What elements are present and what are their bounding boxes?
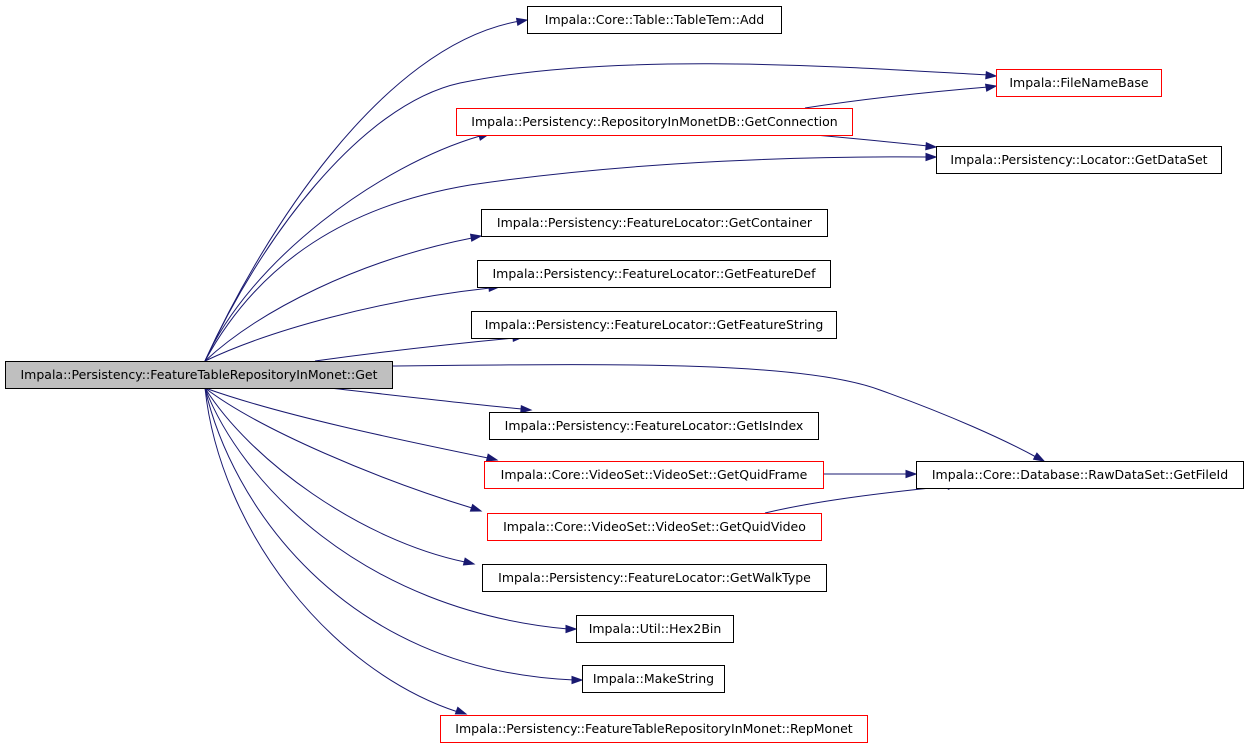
node-getquidvideo[interactable]: Impala::Core::VideoSet::VideoSet::GetQui… bbox=[487, 513, 822, 541]
edge-root-to-getfileid bbox=[391, 364, 1046, 462]
arrowhead-icon bbox=[485, 453, 499, 462]
node-filenamebase[interactable]: Impala::FileNameBase bbox=[996, 69, 1162, 97]
node-getfileid[interactable]: Impala::Core::Database::RawDataSet::GetF… bbox=[916, 461, 1244, 489]
node-box bbox=[5, 361, 393, 389]
node-label: Impala::Persistency::FeatureLocator::Get… bbox=[497, 215, 813, 230]
node-label: Impala::Persistency::Locator::GetDataSet bbox=[950, 152, 1207, 167]
arrowhead-icon bbox=[1032, 452, 1046, 462]
node-label: Impala::Util::Hex2Bin bbox=[589, 621, 722, 636]
node-box bbox=[582, 665, 725, 693]
edge-line bbox=[204, 387, 459, 713]
edge-root-to-getcontainer bbox=[204, 233, 483, 362]
arrowhead-icon bbox=[515, 17, 529, 27]
node-label: Impala::Core::VideoSet::VideoSet::GetQui… bbox=[501, 467, 808, 482]
edge-line bbox=[204, 156, 929, 362]
node-label: Impala::Persistency::RepositoryInMonetDB… bbox=[471, 114, 837, 129]
node-box bbox=[527, 6, 782, 34]
arrowhead-icon bbox=[905, 469, 918, 479]
node-box bbox=[440, 715, 868, 743]
edge-line bbox=[204, 63, 989, 362]
edge-root-to-getwalktype bbox=[204, 387, 476, 566]
edge-line bbox=[204, 387, 466, 563]
edge-line bbox=[204, 387, 473, 509]
edge-root-to-getfeaturedef bbox=[204, 283, 501, 362]
arrowhead-icon bbox=[462, 557, 476, 566]
node-label: Impala::Persistency::FeatureLocator::Get… bbox=[485, 317, 824, 332]
node-box bbox=[456, 108, 853, 136]
edge-line bbox=[391, 364, 1037, 458]
edge-root-to-getquidframe bbox=[204, 387, 499, 462]
arrowhead-icon bbox=[925, 141, 938, 151]
node-hex2bin[interactable]: Impala::Util::Hex2Bin bbox=[576, 615, 734, 643]
node-box bbox=[482, 564, 827, 592]
arrowhead-icon bbox=[571, 675, 584, 685]
node-box bbox=[477, 260, 831, 288]
node-box bbox=[936, 146, 1222, 174]
edge-line bbox=[314, 337, 515, 362]
node-label: Impala::Persistency::FeatureTableReposit… bbox=[455, 721, 853, 736]
arrowhead-icon bbox=[985, 70, 998, 80]
node-label: Impala::Core::Table::TableTem::Add bbox=[545, 12, 764, 27]
edge-root-to-getisindex bbox=[329, 387, 533, 414]
node-getfeaturestring[interactable]: Impala::Persistency::FeatureLocator::Get… bbox=[471, 311, 837, 339]
edge-root-to-filenamebase bbox=[204, 63, 998, 362]
node-layer: Impala::Persistency::FeatureTableReposit… bbox=[5, 6, 1244, 743]
edge-root-to-makestring bbox=[204, 387, 584, 685]
edge-line bbox=[204, 387, 569, 630]
arrowhead-icon bbox=[469, 233, 483, 242]
arrowhead-icon bbox=[520, 404, 533, 414]
node-makestring[interactable]: Impala::MakeString bbox=[582, 665, 725, 693]
edge-line bbox=[204, 237, 473, 362]
node-repmonet[interactable]: Impala::Persistency::FeatureTableReposit… bbox=[440, 715, 868, 743]
arrowhead-icon bbox=[469, 503, 483, 512]
node-label: Impala::MakeString bbox=[593, 671, 714, 686]
arrowhead-icon bbox=[454, 706, 468, 715]
node-getisindex[interactable]: Impala::Persistency::FeatureLocator::Get… bbox=[489, 412, 819, 440]
node-label: Impala::FileNameBase bbox=[1009, 75, 1149, 90]
edge-layer bbox=[204, 17, 1046, 715]
node-root: Impala::Persistency::FeatureTableReposit… bbox=[5, 361, 393, 389]
edge-root-to-hex2bin bbox=[204, 387, 578, 634]
node-getwalktype[interactable]: Impala::Persistency::FeatureLocator::Get… bbox=[482, 564, 827, 592]
edge-root-to-getconnection bbox=[204, 132, 491, 362]
node-label: Impala::Persistency::FeatureLocator::Get… bbox=[505, 418, 804, 433]
node-box bbox=[576, 615, 734, 643]
node-getquidframe[interactable]: Impala::Core::VideoSet::VideoSet::GetQui… bbox=[484, 461, 824, 489]
node-getcontainer[interactable]: Impala::Persistency::FeatureLocator::Get… bbox=[481, 209, 828, 237]
node-box bbox=[487, 513, 822, 541]
edge-getconnection-to-filenamebase bbox=[804, 83, 998, 109]
node-label: Impala::Persistency::FeatureLocator::Get… bbox=[492, 266, 816, 281]
edge-line bbox=[204, 287, 491, 362]
edge-root-to-repmonet bbox=[204, 387, 468, 715]
edge-line bbox=[204, 135, 481, 362]
edge-line bbox=[204, 387, 575, 681]
node-box bbox=[481, 209, 828, 237]
edge-getconnection-to-getdataset bbox=[814, 134, 938, 151]
edge-line bbox=[329, 387, 523, 410]
node-label: Impala::Persistency::FeatureTableReposit… bbox=[20, 367, 377, 382]
node-label: Impala::Core::VideoSet::VideoSet::GetQui… bbox=[503, 519, 806, 534]
edge-line bbox=[804, 86, 989, 109]
node-box bbox=[996, 69, 1162, 97]
node-getconnection[interactable]: Impala::Persistency::RepositoryInMonetDB… bbox=[456, 108, 853, 136]
node-box bbox=[916, 461, 1244, 489]
node-box bbox=[484, 461, 824, 489]
arrowhead-icon bbox=[565, 624, 578, 634]
node-add[interactable]: Impala::Core::Table::TableTem::Add bbox=[527, 6, 782, 34]
node-getfeaturedef[interactable]: Impala::Persistency::FeatureLocator::Get… bbox=[477, 260, 831, 288]
edge-line bbox=[814, 134, 929, 147]
edge-getquidframe-to-getfileid bbox=[823, 469, 918, 479]
node-label: Impala::Persistency::FeatureLocator::Get… bbox=[498, 570, 811, 585]
node-label: Impala::Core::Database::RawDataSet::GetF… bbox=[932, 467, 1228, 482]
edge-line bbox=[764, 485, 951, 514]
arrowhead-icon bbox=[925, 152, 938, 162]
edge-root-to-getdataset bbox=[204, 152, 938, 362]
edge-root-to-getquidvideo bbox=[204, 387, 483, 512]
arrowhead-icon bbox=[984, 83, 998, 92]
node-getdataset[interactable]: Impala::Persistency::Locator::GetDataSet bbox=[936, 146, 1222, 174]
node-box bbox=[489, 412, 819, 440]
node-box bbox=[471, 311, 837, 339]
edge-line bbox=[204, 387, 489, 459]
